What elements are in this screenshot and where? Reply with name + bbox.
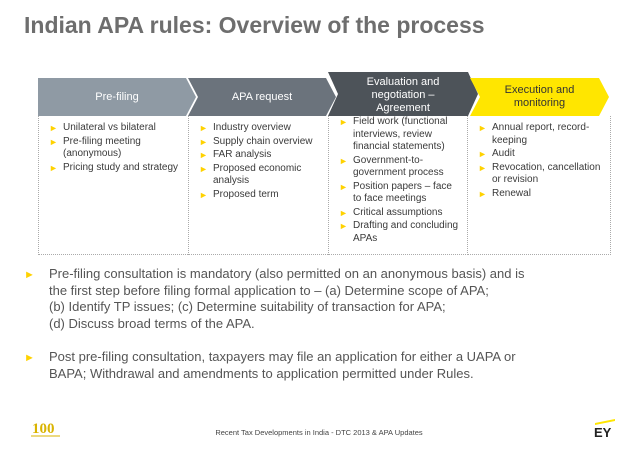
stage-detail-prefiling: Unilateral vs bilateral Pre-filing meeti… (38, 116, 188, 255)
summary-bullets: ► Pre-filing consultation is mandatory (… (22, 266, 612, 399)
list-item: Government-to-government process (339, 155, 461, 180)
list-item: Annual report, record-keeping (478, 122, 604, 147)
stage-detail-execution: Annual report, record-keeping Audit Revo… (468, 116, 611, 255)
list-item: Renewal (478, 188, 604, 201)
list-item: FAR analysis (199, 149, 322, 162)
list-item: Industry overview (199, 122, 322, 135)
list-item: Revocation, cancellation or revision (478, 162, 604, 187)
arrow-bullet-icon: ► (24, 352, 35, 364)
bullet-line: Post pre-filing consultation, taxpayers … (49, 349, 516, 364)
stage-prefiling: Pre-filing (38, 78, 196, 116)
stage-label: APA request (231, 90, 293, 103)
bullet-line: (b) Identify TP issues; (c) Determine su… (49, 299, 446, 314)
svg-text:EY: EY (594, 425, 612, 438)
summary-bullet: ► Pre-filing consultation is mandatory (… (22, 266, 612, 332)
list-item: Supply chain overview (199, 136, 322, 149)
list-item: Pricing study and strategy (49, 162, 182, 175)
stage-detail-apa-request: Industry overview Supply chain overview … (188, 116, 328, 255)
svg-text:100: 100 (32, 421, 55, 437)
bullet-line: the first step before filing formal appl… (49, 282, 489, 298)
bullet-line: (d) Discuss broad terms of the APA. (49, 315, 255, 331)
list-item: Position papers – face to face meetings (339, 181, 461, 206)
anniversary-100-logo: 100 (31, 418, 61, 438)
stage-execution: Execution and monitoring (470, 78, 609, 116)
list-item: Audit (478, 148, 604, 161)
list-item: Proposed term (199, 189, 322, 202)
stage-details: Unilateral vs bilateral Pre-filing meeti… (38, 116, 611, 255)
page-title: Indian APA rules: Overview of the proces… (24, 12, 485, 38)
footer-text: Recent Tax Developments in India - DTC 2… (215, 428, 423, 437)
list-item: Unilateral vs bilateral (49, 122, 182, 135)
list-item: Proposed economic analysis (199, 163, 322, 188)
list-item: Field work (functional interviews, revie… (339, 116, 461, 154)
list-item: Critical assumptions (339, 207, 461, 220)
stage-evaluation: Evaluation and negotiation – Agreement (328, 72, 478, 116)
stage-label: Execution and monitoring (504, 84, 575, 109)
bullet-line: Pre-filing consultation is mandatory (al… (49, 266, 525, 281)
stage-label: Pre-filing (95, 90, 139, 103)
stage-detail-evaluation: Field work (functional interviews, revie… (328, 116, 468, 255)
bullet-line: BAPA; Withdrawal and amendments to appli… (49, 365, 474, 381)
stage-label: Evaluation and negotiation – Agreement (366, 75, 440, 114)
stage-apa-request: APA request (188, 78, 336, 116)
ey-logo: EY (594, 419, 615, 438)
list-item: Pre-filing meeting (anonymous) (49, 136, 182, 161)
process-chevrons: Pre-filing APA request Evaluation and ne… (38, 72, 609, 116)
list-item: Drafting and concluding APAs (339, 220, 461, 245)
summary-bullet: ► Post pre-filing consultation, taxpayer… (22, 349, 612, 382)
arrow-bullet-icon: ► (24, 269, 35, 281)
